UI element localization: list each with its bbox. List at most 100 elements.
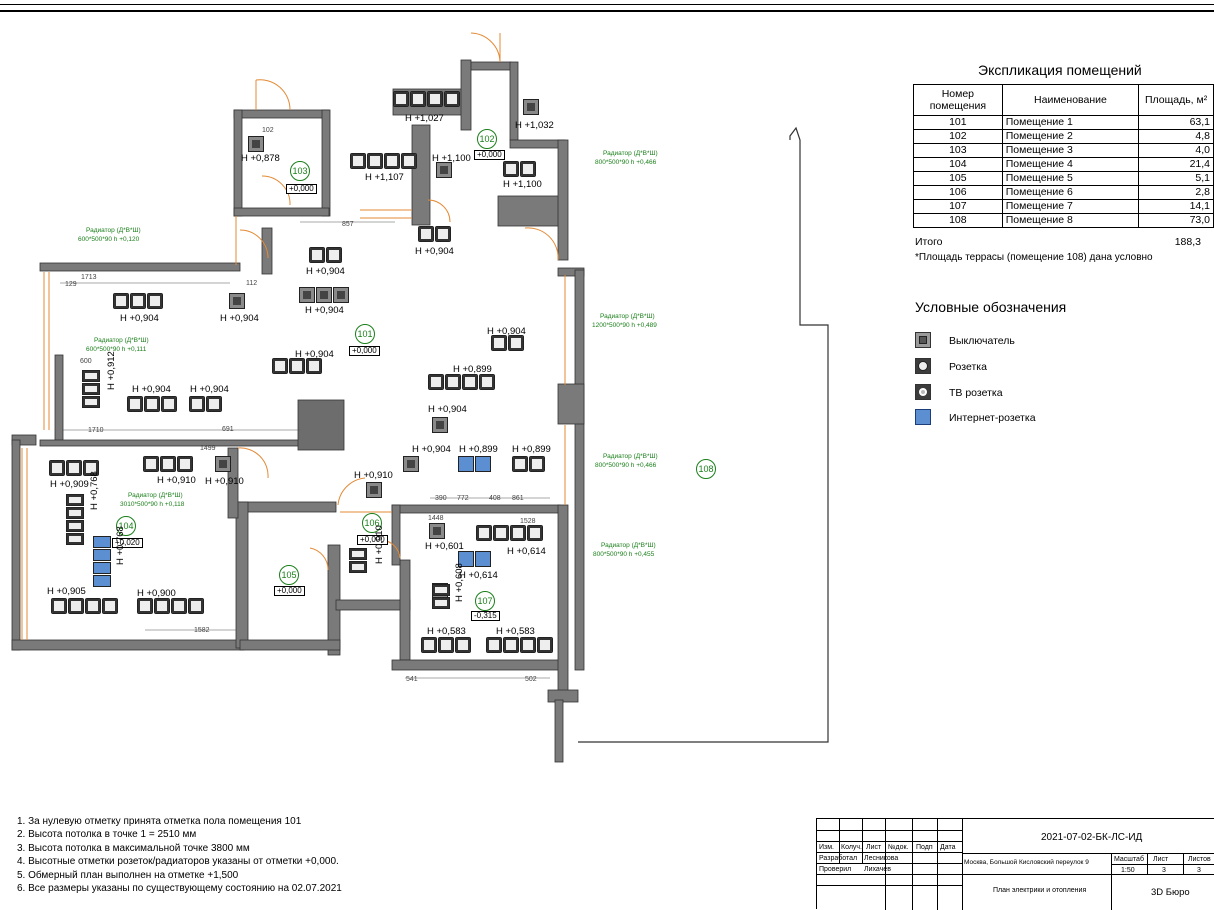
room-name: Помещение 2 [1001, 129, 1140, 144]
device-height-label: H +0,601 [425, 541, 464, 552]
device-height-label: H +0,910 [354, 470, 393, 481]
device-height-label: H +0,904 [305, 305, 344, 316]
device-height-label: H +0,583 [496, 626, 535, 637]
socket-icon [127, 396, 143, 412]
checker-role: Проверил [819, 866, 852, 873]
room-name: Помещение 3 [1001, 143, 1140, 158]
dimension-label: 1448 [428, 515, 444, 522]
room-name: Помещение 6 [1001, 185, 1140, 200]
radiator-spec: 1200*500*90 h +0,489 [592, 322, 657, 329]
device-height-label: H +0,614 [459, 570, 498, 581]
device-height-label: H +0,583 [427, 626, 466, 637]
socket-icon [66, 520, 84, 532]
internet-socket-icon [93, 562, 111, 574]
room-number: 106 [913, 185, 1003, 200]
device-height-label: H +0,904 [487, 326, 526, 337]
radiator-spec: 800*500*90 h +0,466 [595, 462, 657, 469]
socket-icon [445, 374, 461, 390]
dimension-label: 112 [246, 280, 258, 287]
socket-icon [527, 525, 543, 541]
room-area: 2,8 [1138, 185, 1214, 200]
switch-icon [316, 287, 332, 303]
dimension-label: 1710 [88, 427, 104, 434]
room-area: 5,1 [1138, 171, 1214, 186]
dimension-label: 408 [489, 495, 501, 502]
socket-icon [503, 161, 519, 177]
device-height-label: H +0,910 [157, 475, 196, 486]
document-code: 2021-07-02-БК-ЛС-ИД [1041, 832, 1143, 843]
internet-socket-icon [915, 409, 931, 425]
internet-socket-icon [93, 536, 111, 548]
company-name: 3D Бюро [1151, 887, 1190, 898]
device-height-label: H +0,899 [453, 364, 492, 375]
radiator-spec: 800*500*90 h +0,466 [595, 159, 657, 166]
socket-icon [479, 374, 495, 390]
device-height-label: H +0,909 [50, 479, 89, 490]
dimension-label: 857 [342, 221, 354, 228]
socket-icon [326, 247, 342, 263]
socket-icon [130, 293, 146, 309]
device-height-label-vertical: H +0,608 [454, 563, 465, 602]
room-area: 4,8 [1138, 129, 1214, 144]
switch-icon [429, 523, 445, 539]
socket-icon [66, 494, 84, 506]
switch-icon [215, 456, 231, 472]
room-number: 101 [913, 115, 1003, 130]
top-frame-line [0, 0, 1214, 12]
room-area: 73,0 [1138, 213, 1214, 228]
room-name: Помещение 5 [1001, 171, 1140, 186]
socket-icon [432, 584, 450, 596]
radiator-label: Радиатор (Д*В*Ш) [603, 453, 658, 460]
device-height-label: H +0,910 [205, 476, 244, 487]
switch-icon [229, 293, 245, 309]
socket-icon [177, 456, 193, 472]
room-area: 21,4 [1138, 157, 1214, 172]
radiator-label: Радиатор (Д*В*Ш) [600, 313, 655, 320]
device-height-label: H +0,904 [306, 266, 345, 277]
socket-icon [161, 396, 177, 412]
explication-table: Номер помещения Наименование Площадь, м²… [913, 84, 1214, 228]
total-value: 188,3 [1174, 236, 1201, 248]
dimension-label: 1713 [81, 274, 97, 281]
internet-socket-icon [458, 456, 474, 472]
radiator-spec: 600*500*90 h +0,111 [86, 346, 147, 353]
switch-icon [366, 482, 382, 498]
internet-socket-icon [475, 551, 491, 567]
switch-icon [432, 417, 448, 433]
socket-icon [309, 247, 325, 263]
socket-icon [147, 293, 163, 309]
device-height-label: H +0,904 [190, 384, 229, 395]
elevation-mark: +0,000 [357, 535, 388, 545]
socket-icon [418, 226, 434, 242]
device-height-label: H +0,904 [428, 404, 467, 415]
explication-title: Экспликация помещений [978, 62, 1142, 78]
dimension-label: 600 [80, 358, 92, 365]
socket-icon [427, 91, 443, 107]
socket-icon [160, 456, 176, 472]
socket-icon [51, 598, 67, 614]
radiator-label: Радиатор (Д*В*Ш) [86, 227, 141, 234]
dimension-label: 502 [525, 676, 537, 683]
room-marker: 106 [362, 513, 382, 533]
room-name: Помещение 8 [1001, 213, 1140, 228]
socket-icon [529, 456, 545, 472]
address: Москва, Большой Кисловский переулок 9 [964, 859, 1089, 866]
elevation-mark: +0,000 [274, 586, 305, 596]
sheet-value: 3 [1162, 867, 1166, 874]
switch-icon [248, 136, 264, 152]
note-line: 2. Высота потолка в точке 1 = 2510 мм [17, 829, 197, 841]
socket-icon [66, 507, 84, 519]
dimension-label: 102 [262, 127, 274, 134]
device-height-label: H +0,904 [412, 444, 451, 455]
device-height-label: H +1,100 [432, 153, 471, 164]
socket-icon [520, 637, 536, 653]
socket-icon [350, 153, 366, 169]
socket-icon [82, 396, 100, 408]
socket-icon [349, 548, 367, 560]
room-marker: 108 [696, 459, 716, 479]
